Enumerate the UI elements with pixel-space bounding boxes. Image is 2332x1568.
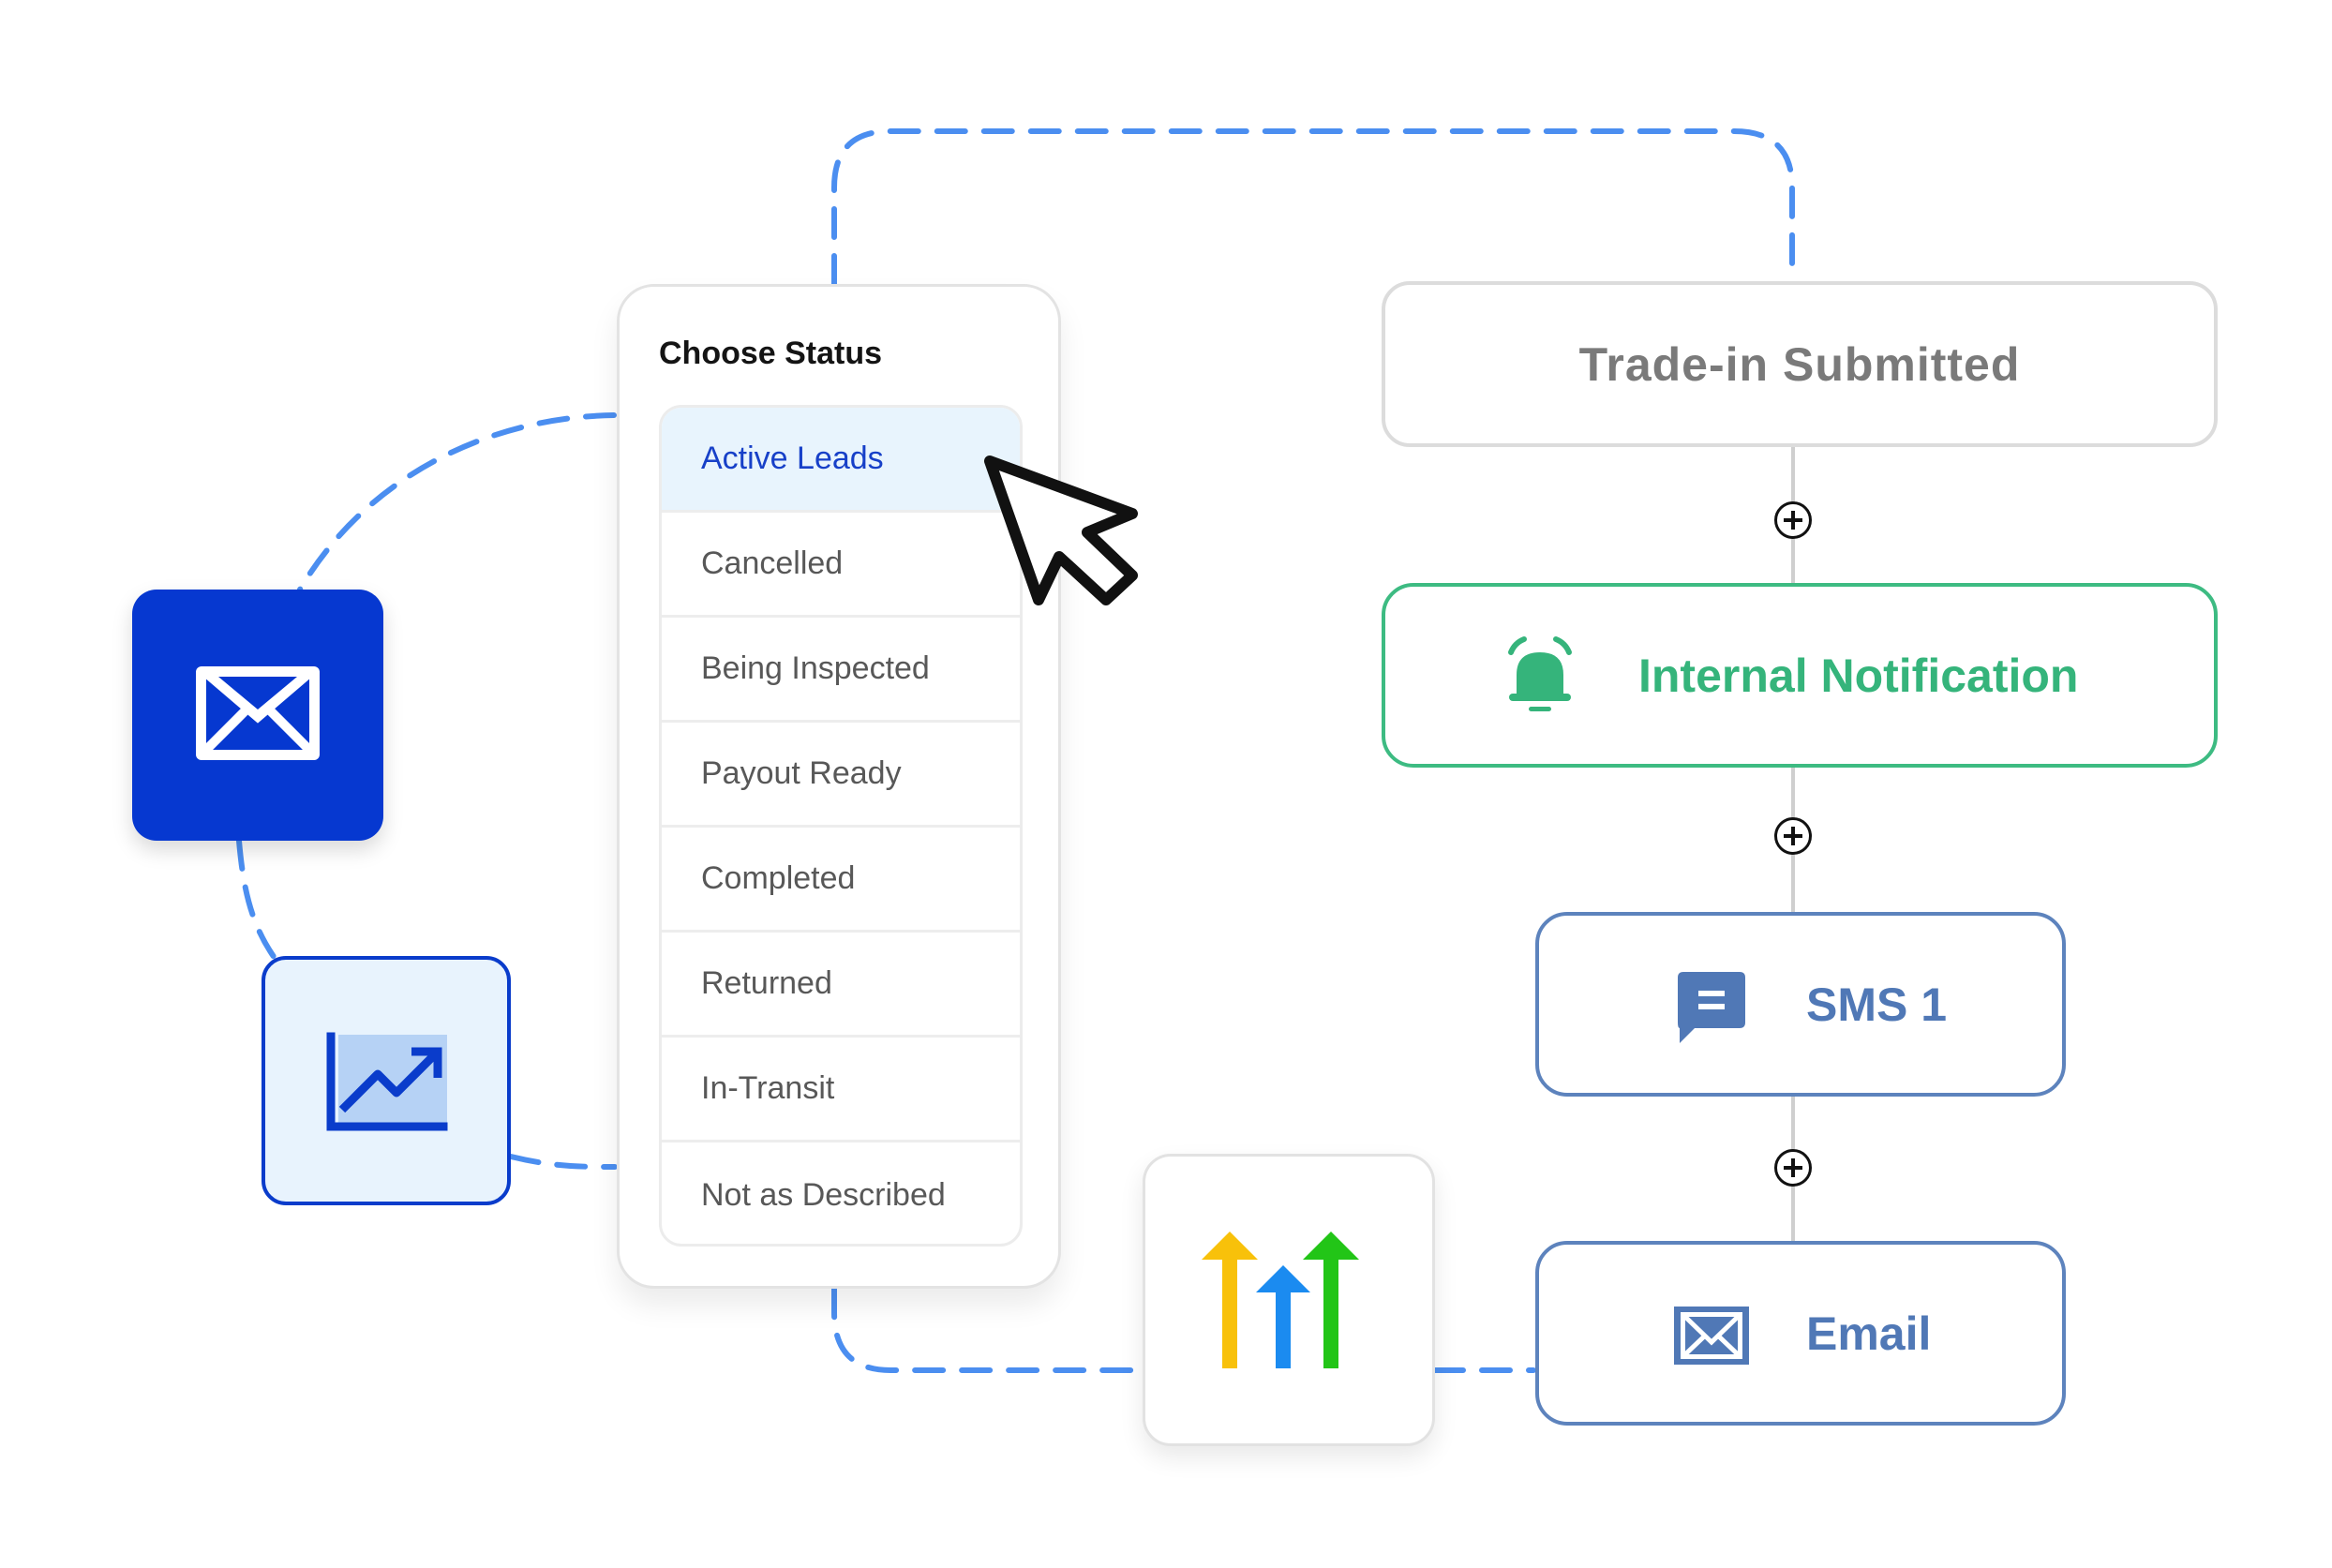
status-list: Active Leads Cancelled Being Inspected P… [659, 405, 1023, 1247]
add-step-button[interactable] [1774, 1149, 1812, 1187]
status-option-returned[interactable]: Returned [662, 933, 1020, 1038]
mail-icon [196, 666, 320, 760]
step-label: SMS 1 [1806, 978, 1948, 1031]
trigger-label: Trade-in Submitted [1578, 337, 2021, 391]
cursor-icon [984, 455, 1138, 605]
step-label: Email [1806, 1307, 1932, 1360]
add-step-button[interactable] [1774, 501, 1812, 539]
status-option-active-leads[interactable]: Active Leads [662, 408, 1020, 513]
step-email[interactable]: Email [1535, 1241, 2066, 1426]
add-step-button[interactable] [1774, 817, 1812, 855]
trigger-trade-in-submitted[interactable]: Trade-in Submitted [1382, 281, 2218, 447]
analytics-tile[interactable] [262, 956, 511, 1205]
bell-icon [1508, 636, 1572, 711]
status-option-not-as-described[interactable]: Not as Described [701, 1176, 946, 1213]
status-option-cancelled[interactable]: Cancelled [662, 513, 1020, 618]
arrows-logo [1202, 1232, 1359, 1368]
status-option-in-transit[interactable]: In-Transit [662, 1038, 1020, 1142]
panel-title: Choose Status [659, 336, 883, 371]
chat-icon [1678, 972, 1745, 1043]
step-internal-notification[interactable]: Internal Notification [1382, 583, 2218, 768]
envelope-icon [1674, 1307, 1749, 1365]
step-sms-1[interactable]: SMS 1 [1535, 912, 2066, 1097]
status-option-completed[interactable]: Completed [662, 828, 1020, 933]
choose-status-panel: Choose Status Active Leads Cancelled Bei… [617, 284, 1061, 1289]
status-option-payout-ready[interactable]: Payout Ready [662, 723, 1020, 828]
mail-tile[interactable] [132, 590, 383, 841]
app-logo-tile[interactable] [1143, 1154, 1435, 1446]
status-option-being-inspected[interactable]: Being Inspected [662, 618, 1020, 723]
trending-chart-icon [326, 1032, 448, 1131]
step-label: Internal Notification [1638, 649, 2079, 702]
